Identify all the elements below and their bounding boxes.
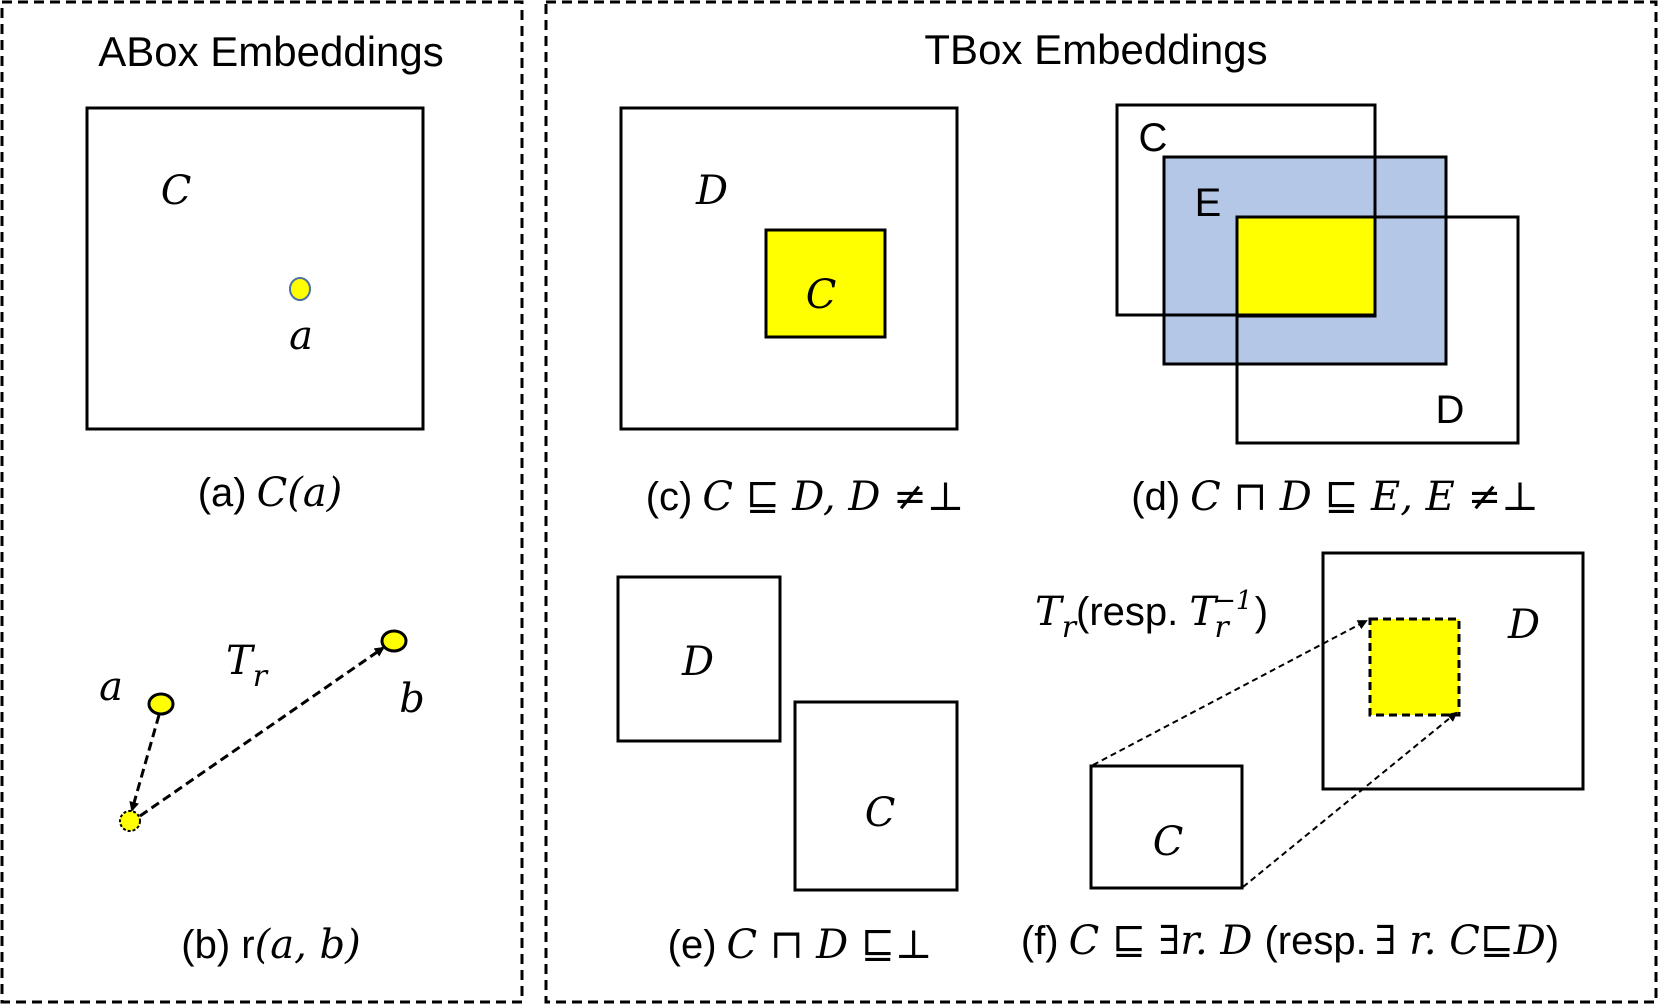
disjoint-box-c xyxy=(793,700,959,892)
translation-inv-sub: r xyxy=(1214,610,1230,645)
tbox-title: TBox Embeddings xyxy=(924,26,1267,73)
individual-point-a xyxy=(289,277,311,301)
caption-f-formula2: ∃ r. C⊑D xyxy=(1375,918,1546,964)
caption-c: (c)C ⊑ D, D ≠⊥ xyxy=(646,474,965,520)
arrow-c-bottom-to-image xyxy=(1242,711,1458,888)
relation-label-sub: r xyxy=(253,659,269,694)
existential-label-d: D xyxy=(1507,602,1540,648)
intersection-box xyxy=(1235,215,1377,318)
caption-b-prefix: (b) r xyxy=(181,923,254,967)
tbox-panel: TBox Embeddings D C (c)C ⊑ D, D ≠⊥ C E D… xyxy=(544,0,1658,1004)
caption-c-prefix: (c) xyxy=(646,475,693,519)
translation-sub: r xyxy=(1062,610,1078,645)
disjoint-label-c: C xyxy=(865,790,896,836)
concept-label-c: C xyxy=(161,168,192,214)
relation-label-tr: Tr xyxy=(226,638,269,694)
caption-f-formula1: C ⊑ ∃r. D xyxy=(1069,918,1253,964)
caption-f-resp: (resp. xyxy=(1264,919,1366,963)
existential-box-c xyxy=(1089,764,1244,890)
caption-f-close: ) xyxy=(1546,919,1559,963)
caption-f: (f) C ⊑ ∃r. D(resp.∃ r. C⊑D) xyxy=(1021,918,1559,964)
subfigure-e: D C (e)C ⊓ D ⊑⊥ xyxy=(616,575,959,968)
concept-label-d: D xyxy=(695,168,728,214)
label-e: E xyxy=(1195,181,1222,225)
point-label-b: b xyxy=(399,676,425,722)
abox-border xyxy=(0,0,524,1004)
caption-a-prefix: (a) xyxy=(198,471,247,515)
translation-inv-T: T xyxy=(1189,589,1219,635)
existential-label-c: C xyxy=(1153,819,1184,865)
arrow-c-top-to-image xyxy=(1092,620,1368,766)
translation-close: ) xyxy=(1255,590,1268,634)
relation-label-T: T xyxy=(226,638,256,684)
point-label-a: a xyxy=(99,664,123,710)
caption-b-formula: (a, b) xyxy=(255,922,361,968)
caption-d-formula: C ⊓ D ⊑ E, E ≠⊥ xyxy=(1190,474,1539,520)
label-d: D xyxy=(1436,388,1465,432)
individual-label-a: a xyxy=(289,313,313,359)
disjoint-label-d: D xyxy=(681,639,714,685)
point-a xyxy=(147,692,175,716)
label-c: C xyxy=(1139,116,1168,160)
translation-resp: (resp. xyxy=(1076,590,1189,634)
subfigure-b: a b Tr (b) r(a, b) xyxy=(99,629,425,968)
concept-box-d-outline xyxy=(1235,215,1520,445)
caption-d-prefix: (d) xyxy=(1131,475,1180,519)
caption-a-formula: C(a) xyxy=(257,470,343,516)
subfigure-d: C E D (d)C ⊓ D ⊑ E, E ≠⊥ xyxy=(1115,103,1539,520)
subfigure-c: D C (c)C ⊑ D, D ≠⊥ xyxy=(619,106,965,520)
concept-box-c-inner xyxy=(764,228,887,339)
existential-box-d xyxy=(1321,551,1585,791)
caption-b: (b) r(a, b) xyxy=(181,922,360,968)
translation-T: T xyxy=(1035,589,1065,635)
caption-e: (e)C ⊓ D ⊑⊥ xyxy=(668,922,933,968)
caption-a: (a)C(a) xyxy=(198,470,343,516)
arrow-a-to-translated xyxy=(129,714,161,812)
translated-point xyxy=(119,810,141,832)
image-box xyxy=(1368,617,1461,717)
abox-title: ABox Embeddings xyxy=(98,28,444,75)
arrow-translated-to-b xyxy=(139,646,385,818)
tbox-border xyxy=(544,0,1658,1004)
subfigure-a: C a (a)C(a) xyxy=(85,106,425,516)
caption-e-formula: C ⊓ D ⊑⊥ xyxy=(727,922,933,968)
abox-panel: ABox Embeddings C a (a)C(a) a b Tr (b) r… xyxy=(0,0,524,1004)
caption-c-formula: C ⊑ D, D ≠⊥ xyxy=(702,474,964,520)
disjoint-box-d xyxy=(616,575,782,743)
concept-box-d xyxy=(619,106,959,431)
caption-f-prefix: (f) xyxy=(1021,919,1059,963)
caption-d: (d)C ⊓ D ⊑ E, E ≠⊥ xyxy=(1131,474,1538,520)
translation-inv-sup: −1 xyxy=(1214,586,1252,616)
point-b xyxy=(380,629,408,653)
concept-label-c-inner: C xyxy=(806,272,837,318)
caption-e-prefix: (e) xyxy=(668,923,717,967)
concept-box-c xyxy=(85,106,425,431)
